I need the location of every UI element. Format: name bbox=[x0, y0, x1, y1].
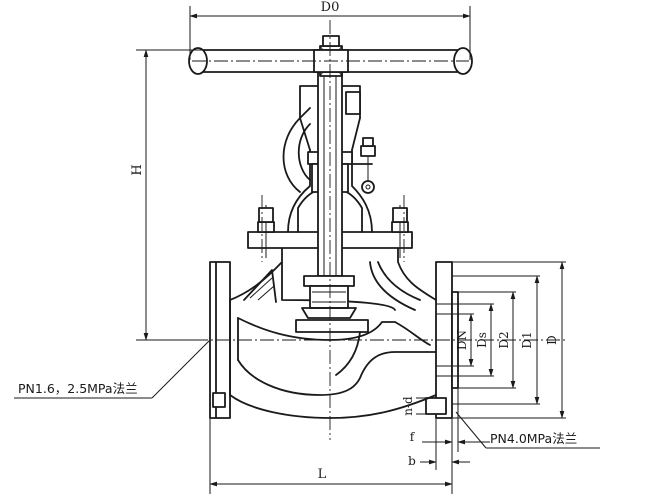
dim-label-D2: D2 bbox=[497, 331, 511, 348]
dim-H: H bbox=[130, 49, 320, 341]
dim-label-DN: DN bbox=[455, 330, 469, 350]
callout-right-flange: PN4.0MPa法兰 bbox=[455, 411, 600, 449]
dim-D0: D0 bbox=[189, 0, 471, 60]
callout-left-flange-text: PN1.6，2.5MPa法兰 bbox=[18, 381, 138, 396]
dim-label-f: f bbox=[410, 430, 416, 444]
dim-label-L: L bbox=[318, 467, 327, 482]
center-lines bbox=[150, 20, 566, 440]
left-flange-bolt bbox=[212, 392, 226, 408]
right-flange-bolt bbox=[425, 397, 447, 415]
callout-left-flange: PN1.6，2.5MPa法兰 bbox=[14, 339, 211, 399]
dim-bolt-and-thickness: n-d f b bbox=[401, 388, 490, 470]
dim-label-n-d: n-d bbox=[401, 396, 415, 416]
dim-label-b: b bbox=[408, 454, 416, 468]
dim-diameters: D D1 D2 Ds DN bbox=[436, 261, 566, 419]
valve-disc bbox=[303, 275, 355, 287]
dim-label-H: H bbox=[130, 164, 145, 175]
dim-label-D1: D1 bbox=[520, 331, 534, 348]
dim-label-Ds: Ds bbox=[475, 332, 489, 348]
callout-right-flange-text: PN4.0MPa法兰 bbox=[490, 431, 577, 446]
dim-label-D0: D0 bbox=[321, 0, 340, 15]
dim-label-D: D bbox=[545, 335, 559, 345]
